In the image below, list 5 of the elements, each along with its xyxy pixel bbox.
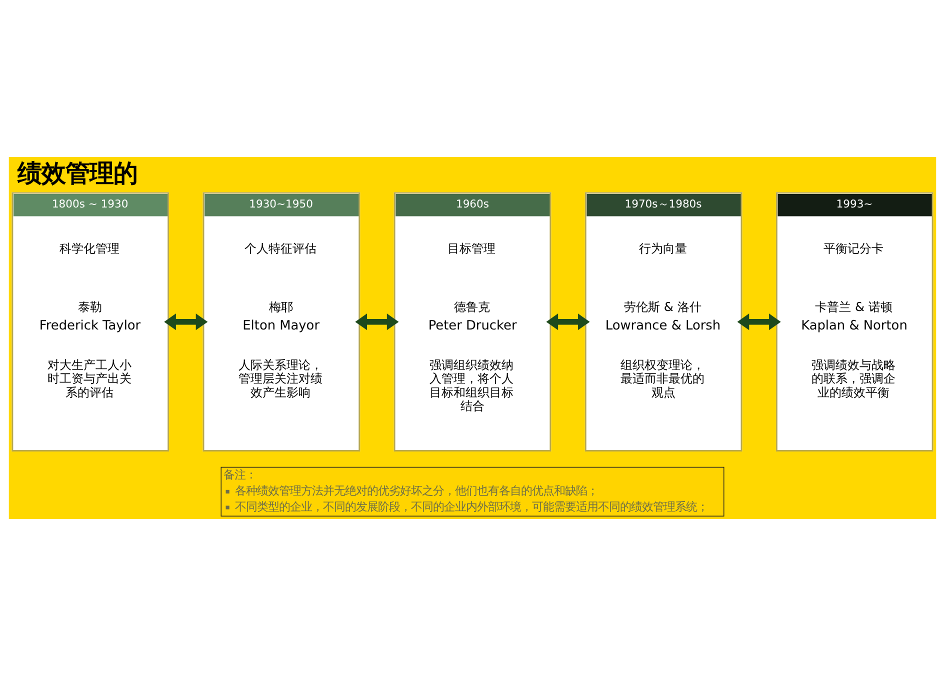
arrow [546,313,590,330]
arrow [737,313,781,330]
arrow [355,313,399,330]
diagram-title: 绩效管理的 [17,158,138,188]
arrow [164,313,208,330]
